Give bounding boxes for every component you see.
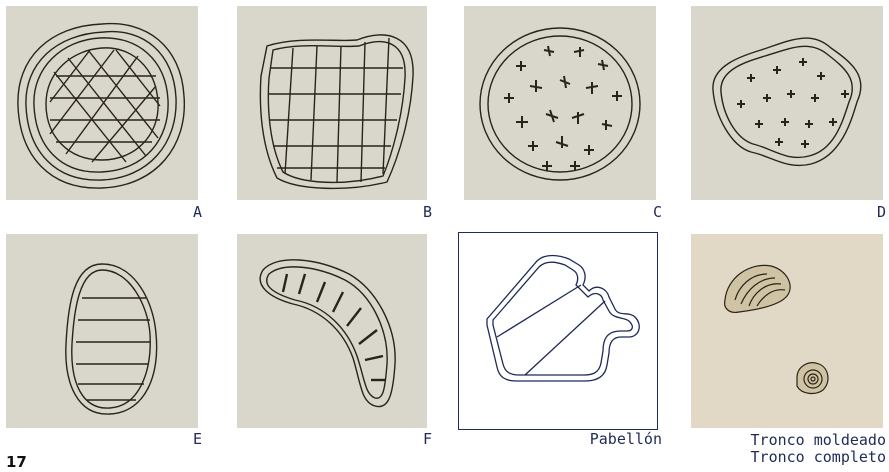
sketch-d-drawing xyxy=(691,6,883,200)
sketch-panel-b xyxy=(237,6,427,200)
pavilion-plan-panel xyxy=(458,232,658,430)
sketch-c-drawing xyxy=(464,6,656,200)
caption-f: F xyxy=(380,431,432,447)
caption-c: C xyxy=(610,204,662,220)
sketch-a-drawing xyxy=(6,6,198,200)
sketch-e-drawing xyxy=(6,234,198,428)
trunk-photo-panel xyxy=(691,234,883,428)
caption-tronco-completo: Tronco completo xyxy=(700,449,886,465)
caption-e: E xyxy=(150,431,202,447)
sketch-f-drawing xyxy=(237,234,427,428)
pavilion-plan-drawing xyxy=(459,233,657,429)
complete-trunk-icon xyxy=(797,363,828,394)
sketch-panel-f xyxy=(237,234,427,428)
sketch-panel-c xyxy=(464,6,656,200)
caption-pabellon: Pabellón xyxy=(520,431,662,447)
caption-a: A xyxy=(150,204,202,220)
sketch-b-drawing xyxy=(237,6,427,200)
caption-tronco-moldeado: Tronco moldeado xyxy=(700,432,886,448)
sketch-panel-e xyxy=(6,234,198,428)
page-number: 17 xyxy=(6,453,27,471)
trunk-photo-drawing xyxy=(691,234,883,428)
caption-b: B xyxy=(380,204,432,220)
caption-d: D xyxy=(834,204,886,220)
molded-trunk-icon xyxy=(725,265,791,312)
sketch-panel-d xyxy=(691,6,883,200)
sketch-panel-a xyxy=(6,6,198,200)
